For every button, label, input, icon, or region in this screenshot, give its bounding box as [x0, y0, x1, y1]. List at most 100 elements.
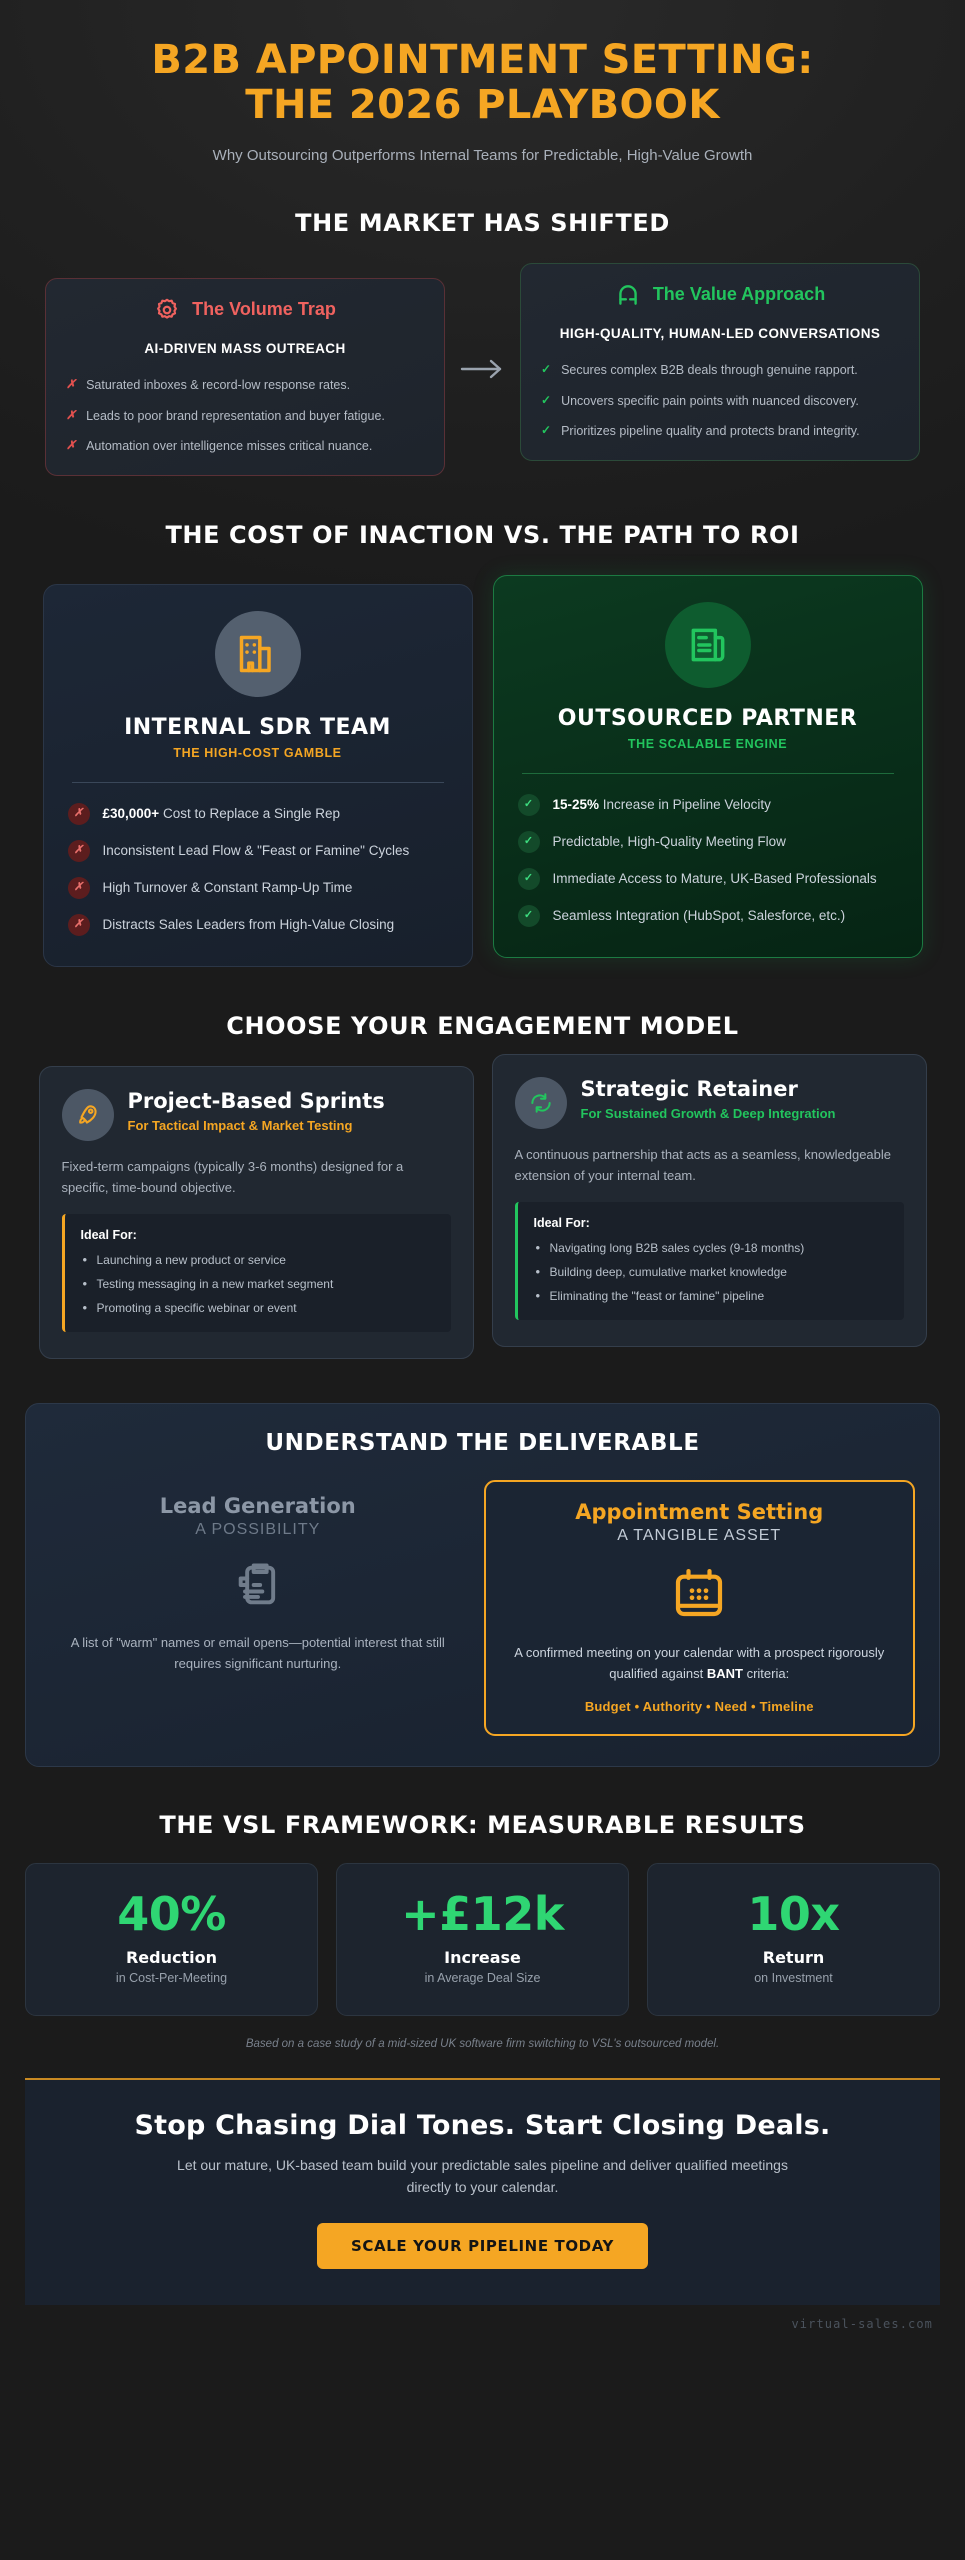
- volume-trap-card: The Volume Trap AI-DRIVEN MASS OUTREACH …: [45, 277, 445, 476]
- stats-footnote: Based on a case study of a mid-sized UK …: [245, 2038, 720, 2051]
- desc-strong: BANT: [706, 1666, 743, 1682]
- stat-sublabel: in Average Deal Size: [424, 1971, 541, 1986]
- page-title: B2B APPOINTMENT SETTING: THE 2026 PLAYBO…: [40, 37, 925, 128]
- list-item: Navigating long B2B sales cycles (9-18 m…: [534, 1238, 888, 1258]
- gear-icon: [154, 297, 180, 323]
- roi-section: THE COST OF INACTION VS. THE PATH TO ROI: [0, 521, 965, 967]
- list-item: ✓ 15-25% Increase in Pipeline Velocity: [517, 793, 898, 816]
- outsourced-partner-list: ✓ 15-25% Increase in Pipeline Velocity ✓…: [517, 793, 898, 927]
- list-item-rest: Increase in Pipeline Velocity: [599, 797, 771, 813]
- document-report-icon: [686, 623, 730, 667]
- list-item-text: Saturated inboxes & record-low response …: [86, 378, 351, 393]
- internal-sdr-list: ✗ £30,000+ Cost to Replace a Single Rep …: [67, 802, 448, 936]
- list-item: ✓Prioritizes pipeline quality and protec…: [541, 422, 899, 440]
- list-item-text: Immediate Access to Mature, UK-Based Pro…: [552, 871, 877, 887]
- list-item-rest: Cost to Replace a Single Rep: [159, 806, 341, 822]
- stat-card: 40% Reduction in Cost-Per-Meeting: [25, 1863, 318, 2017]
- volume-trap-header: The Volume Trap: [66, 297, 424, 323]
- stat-card: +£12k Increase in Average Deal Size: [336, 1863, 629, 2017]
- strategic-retainer-titles: Strategic Retainer For Sustained Growth …: [581, 1077, 836, 1123]
- roi-cards: INTERNAL SDR TEAM THE HIGH-COST GAMBLE ✗…: [0, 574, 965, 967]
- cross-icon: ✗: [67, 839, 90, 862]
- check-icon: ✓: [517, 830, 540, 853]
- volume-trap-list: ✗Saturated inboxes & record-low response…: [66, 376, 424, 454]
- cta-panel: Stop Chasing Dial Tones. Start Closing D…: [25, 2078, 940, 2305]
- market-shift-cards: The Volume Trap AI-DRIVEN MASS OUTREACH …: [0, 262, 965, 476]
- project-sprints-titles: Project-Based Sprints For Tactical Impac…: [128, 1089, 385, 1135]
- hero-subtitle: Why Outsourcing Outperforms Internal Tea…: [212, 147, 753, 165]
- page-title-line-1: B2B APPOINTMENT SETTING:: [151, 37, 814, 83]
- cross-icon: ✗: [67, 876, 90, 899]
- list-item: Launching a new product or service: [81, 1250, 435, 1270]
- clipboard-list-icon: [232, 1559, 284, 1611]
- magnet-icon: [615, 282, 641, 308]
- cross-icon: ✗: [67, 913, 90, 936]
- engagement-cards: Project-Based Sprints For Tactical Impac…: [0, 1053, 965, 1360]
- project-sprints-header: Project-Based Sprints For Tactical Impac…: [61, 1088, 451, 1141]
- stat-value: +£12k: [401, 1887, 564, 1941]
- list-item-text: Seamless Integration (HubSpot, Salesforc…: [552, 908, 846, 924]
- list-item: ✗ £30,000+ Cost to Replace a Single Rep: [67, 802, 448, 825]
- arrow-right-icon: [460, 358, 506, 380]
- stat-card: 10x Return on Investment: [647, 1863, 940, 2017]
- check-icon: ✓: [517, 793, 540, 816]
- check-icon: ✓: [517, 904, 540, 927]
- list-item: ✗ Inconsistent Lead Flow & "Feast or Fam…: [67, 839, 448, 862]
- appointment-setting-subtitle: A TANGIBLE ASSET: [617, 1527, 782, 1545]
- engagement-section: CHOOSE YOUR ENGAGEMENT MODEL: [0, 1012, 965, 1360]
- project-sprints-icon-wrap: [61, 1088, 114, 1141]
- check-icon: ✓: [517, 867, 540, 890]
- value-approach-subtitle: HIGH-QUALITY, HUMAN-LED CONVERSATIONS: [559, 325, 881, 341]
- appointment-setting-column: Appointment Setting A TANGIBLE ASSET: [483, 1480, 915, 1736]
- outsourced-partner-tagline: THE SCALABLE ENGINE: [627, 736, 788, 751]
- stat-label: Reduction: [125, 1948, 217, 1968]
- stat-label: Increase: [444, 1948, 521, 1968]
- list-item: Promoting a specific webinar or event: [81, 1298, 435, 1318]
- strategic-retainer-header: Strategic Retainer For Sustained Growth …: [514, 1076, 904, 1129]
- stat-sublabel: on Investment: [754, 1971, 833, 1986]
- volume-trap-title: The Volume Trap: [192, 299, 336, 320]
- cta-body: Let our mature, UK-based team build your…: [177, 2157, 788, 2195]
- appointment-setting-description: A confirmed meeting on your calendar wit…: [502, 1643, 898, 1685]
- office-building-icon: [236, 632, 280, 676]
- cross-icon: ✗: [67, 802, 90, 825]
- internal-sdr-tagline: THE HIGH-COST GAMBLE: [173, 745, 342, 760]
- value-approach-card: The Value Approach HIGH-QUALITY, HUMAN-L…: [520, 262, 920, 461]
- ideal-for-list: Launching a new product or service Testi…: [81, 1250, 435, 1318]
- rocket-icon: [75, 1102, 101, 1128]
- project-sprints-title: Project-Based Sprints: [127, 1088, 385, 1113]
- list-item: ✓ Predictable, High-Quality Meeting Flow: [517, 830, 898, 853]
- stat-sublabel: in Cost-Per-Meeting: [115, 1971, 228, 1986]
- transition-arrow: [445, 289, 520, 449]
- scale-pipeline-button[interactable]: Scale Your Pipeline Today: [317, 2222, 648, 2269]
- cta-headline: Stop Chasing Dial Tones. Start Closing D…: [134, 2110, 831, 2142]
- market-shift-heading: THE MARKET HAS SHIFTED: [295, 208, 670, 237]
- list-item-text: High Turnover & Constant Ramp-Up Time: [102, 880, 353, 896]
- bant-criteria: Budget • Authority • Need • Timeline: [584, 1699, 814, 1714]
- lead-generation-title: Lead Generation: [159, 1494, 356, 1519]
- desc-post: criteria:: [742, 1666, 790, 1682]
- list-item-text: Predictable, High-Quality Meeting Flow: [552, 834, 786, 850]
- list-item: ✓Secures complex B2B deals through genui…: [541, 361, 899, 379]
- check-icon: ✓: [541, 422, 552, 437]
- internal-sdr-icon-wrap: [214, 610, 301, 697]
- list-item-text: Leads to poor brand representation and b…: [86, 408, 385, 423]
- roi-heading: THE COST OF INACTION VS. THE PATH TO ROI: [165, 520, 800, 549]
- list-item: ✗ High Turnover & Constant Ramp-Up Time: [67, 876, 448, 899]
- project-sprints-subtitle: For Tactical Impact & Market Testing: [127, 1117, 353, 1133]
- list-item-text: Secures complex B2B deals through genuin…: [561, 363, 858, 378]
- ideal-for-label: Ideal For:: [80, 1228, 137, 1243]
- desc-pre: A confirmed meeting on your calendar wit…: [514, 1645, 885, 1682]
- list-item: ✗Automation over intelligence misses cri…: [66, 437, 424, 455]
- list-item-text: Distracts Sales Leaders from High-Value …: [102, 917, 395, 933]
- strategic-retainer-subtitle: For Sustained Growth & Deep Integration: [580, 1105, 836, 1121]
- list-item-text: Inconsistent Lead Flow & "Feast or Famin…: [102, 843, 410, 859]
- value-approach-header: The Value Approach: [541, 282, 899, 308]
- project-sprints-card: Project-Based Sprints For Tactical Impac…: [38, 1065, 474, 1360]
- lead-generation-column: Lead Generation A POSSIBILITY: [50, 1480, 466, 1689]
- project-sprints-ideal-box: Ideal For: Launching a new product or se…: [61, 1214, 451, 1333]
- strategic-retainer-ideal-box: Ideal For: Navigating long B2B sales cyc…: [514, 1202, 904, 1321]
- stat-label: Return: [762, 1948, 825, 1968]
- divider: [71, 781, 444, 783]
- list-item-strong: 15-25%: [552, 797, 600, 813]
